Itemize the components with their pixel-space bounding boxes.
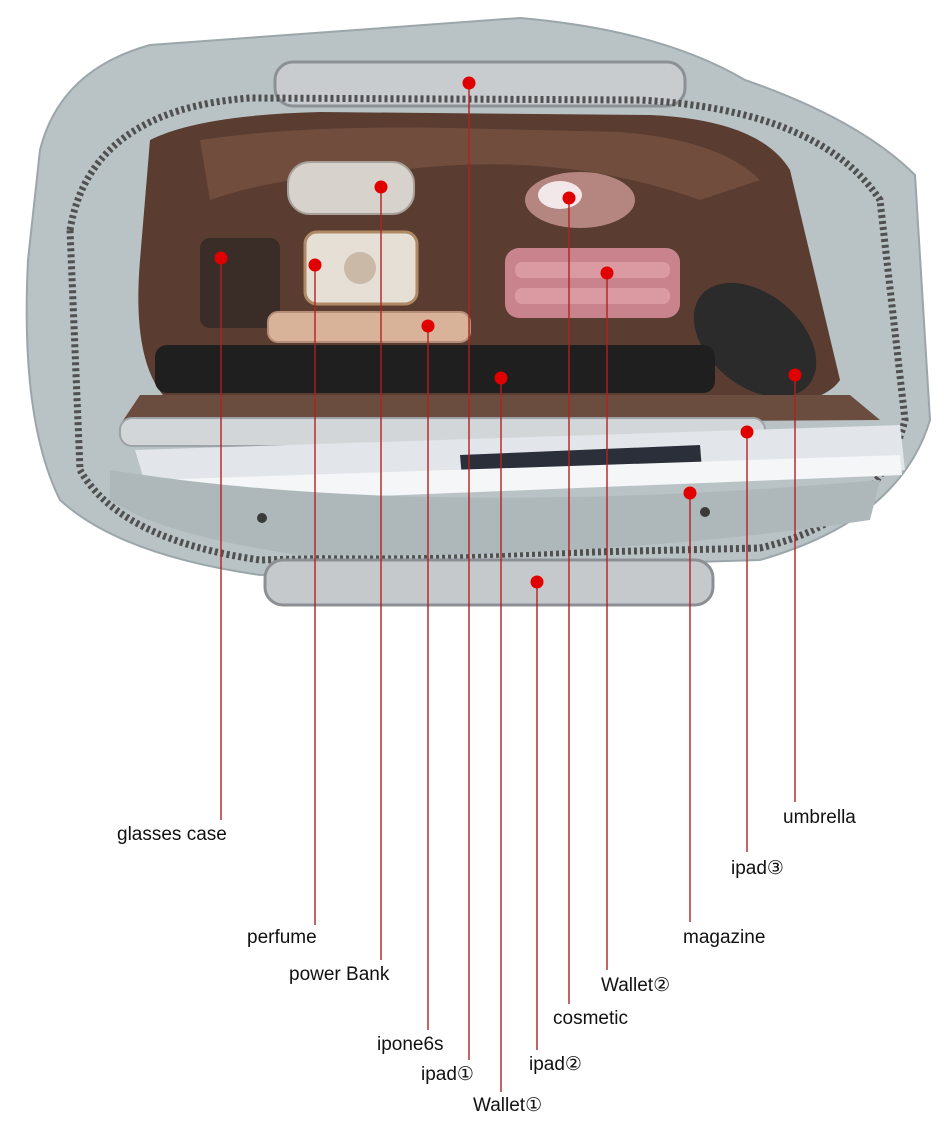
iphone-object [267,311,471,343]
front-pocket [110,470,880,556]
label-power-bank: power Bank [289,964,390,985]
label-cosmetic: cosmetic [553,1008,628,1029]
ipad-top [273,60,687,108]
label-ipad-2: ipad② [529,1054,582,1075]
pointer-dot-wallet-2 [600,266,614,280]
pointer-dot-umbrella [788,368,802,382]
pointer-dot-ipad-2 [530,575,544,589]
pointer-dot-wallet-1 [494,371,508,385]
label-ipad-3: ipad③ [731,858,784,879]
label-magazine: magazine [683,927,766,948]
umbrella-object [693,282,817,398]
label-wallet-1: Wallet① [473,1095,543,1116]
glasses-case-object [200,238,280,328]
pointer-dot-perfume [308,258,322,272]
ipad-2-object [263,558,715,607]
pointer-dot-power-bank [374,180,388,194]
pointer-dot-ipad-3 [740,425,754,439]
wallet-1-object [155,345,715,393]
zipper [66,94,909,564]
label-perfume: perfume [247,927,317,948]
pointer-dot-cosmetic [562,191,576,205]
pointer-dot-magazine [683,486,697,500]
label-iphone6s: ipone6s [377,1034,444,1055]
label-ipad-1: ipad① [421,1064,474,1085]
power-bank-object [287,161,415,215]
pointer-dot-glasses-case [214,251,228,265]
bag-lining-highlight [200,127,760,200]
label-wallet-2: Wallet② [601,975,671,996]
label-umbrella: umbrella [783,807,856,828]
wallet-2-object [505,248,680,318]
label-glasses-case: glasses case [117,824,227,845]
pointer-dot-ipad-1 [462,76,476,90]
pointer-dot-iphone6s [421,319,435,333]
